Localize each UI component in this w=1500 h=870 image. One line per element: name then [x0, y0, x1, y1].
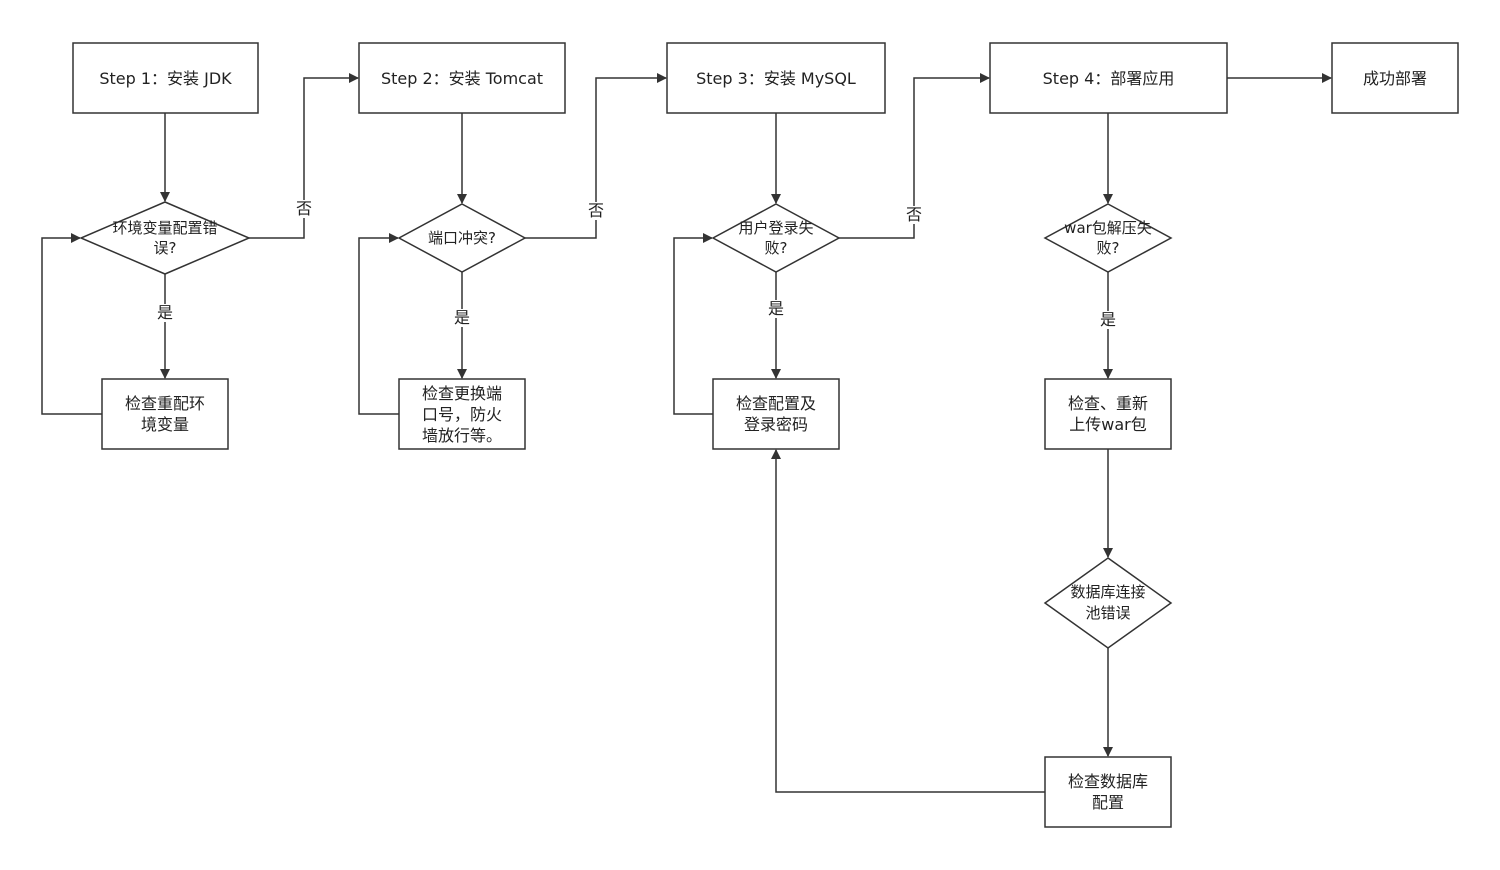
step3-label: Step 3：安装 MySQL	[696, 68, 856, 88]
success-label: 成功部署	[1362, 68, 1427, 88]
decision-env-var-label: 环境变量配置错 误?	[112, 219, 218, 257]
fix-war-label: 检查、重新 上传war包	[1067, 394, 1148, 434]
edge-fix2-d2	[358, 233, 399, 415]
edge-d3-step4	[839, 73, 990, 239]
edge-fix1-d1	[41, 233, 102, 415]
decision-db-pool-label: 数据库连接 池错误	[1070, 583, 1146, 622]
fix-db-label: 检查数据库 配置	[1067, 772, 1148, 812]
edge-label-d4-yes: 是	[1099, 310, 1118, 329]
fix-db-box[interactable]	[1044, 756, 1172, 828]
step3-box[interactable]	[666, 42, 886, 114]
decision-port-conflict-label: 端口冲突?	[428, 228, 496, 247]
edge-d1-step2	[249, 73, 359, 239]
fix-port-label: 检查更换端 口号，防火 墙放行等。	[421, 383, 502, 445]
edge-label-d2-no: 否	[587, 201, 606, 220]
edge-label-d1-yes: 是	[156, 303, 175, 322]
edge-d2-step3	[525, 73, 667, 239]
step4-box[interactable]	[989, 42, 1228, 114]
edge-fix5-fix3	[771, 449, 1045, 793]
step4-label: Step 4：部署应用	[1042, 68, 1175, 88]
decision-login-fail-label: 用户登录失 败?	[738, 219, 814, 257]
fix-env-box[interactable]	[101, 378, 229, 450]
step2-box[interactable]	[358, 42, 566, 114]
step1-label: Step 1：安装 JDK	[99, 68, 232, 88]
fix-login-label: 检查配置及 登录密码	[735, 394, 816, 434]
edge-label-d2-yes: 是	[453, 308, 472, 327]
step2-label: Step 2：安装 Tomcat	[380, 68, 544, 88]
edge-label-d3-yes: 是	[767, 299, 786, 318]
edge-fix3-d3	[673, 233, 713, 415]
edge-label-d1-no: 否	[295, 199, 314, 218]
step1-box[interactable]	[72, 42, 259, 114]
fix-war-box[interactable]	[1044, 378, 1172, 450]
decision-war-unpack-label: war包解压失 败?	[1064, 219, 1152, 257]
success-box[interactable]	[1331, 42, 1459, 114]
fix-port-box[interactable]	[398, 378, 526, 450]
edge-label-d3-no: 否	[905, 205, 924, 224]
fix-env-label: 检查重配环 境变量	[124, 394, 205, 434]
